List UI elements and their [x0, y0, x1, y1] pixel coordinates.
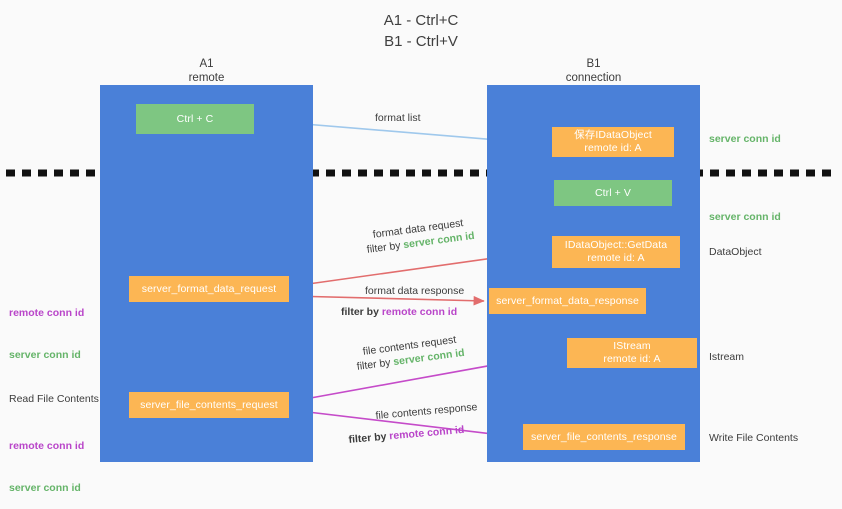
arrow-format-data-response	[290, 295, 485, 306]
box-save-idataobject[interactable]: 保存IDataObject remote id: A	[552, 127, 674, 157]
box-ctrl-c[interactable]: Ctrl + C	[136, 104, 254, 134]
annotation-conn-ids-format: remote conn id server conn id	[9, 278, 84, 376]
box-server-file-contents-response[interactable]: server_file_contents_response	[523, 424, 685, 450]
annotation-istream: Istream	[709, 351, 745, 363]
box-ctrl-v[interactable]: Ctrl + V	[554, 180, 672, 206]
box-server-format-data-response[interactable]: server_format_data_response	[489, 288, 646, 314]
filter-prefix: filter by	[366, 239, 405, 256]
column-caption-b1: B1 connection	[565, 58, 622, 84]
box-server-format-data-request[interactable]: server_format_data_request	[129, 276, 289, 302]
filter-value: remote conn id	[381, 306, 458, 318]
box-idataobject-getdata[interactable]: IDataObject::GetData remote id: A	[552, 236, 680, 268]
edge-label-format-data-response: format data response	[365, 285, 465, 297]
edge-label-format-data-response-filter: filter by remote conn id	[341, 305, 457, 320]
filter-prefix: filter by	[356, 356, 395, 373]
annotation-conn-ids-file: remote conn id server conn id	[9, 411, 84, 509]
annotation-read-file-contents: Read File Contents	[9, 393, 99, 405]
box-server-file-contents-request[interactable]: server_file_contents_request	[129, 392, 289, 418]
annotation-remote-conn-id-a: remote conn id	[9, 307, 85, 319]
annotation-server-conn-id-a: server conn id	[9, 349, 81, 361]
annotation-server-conn-id-b: server conn id	[9, 482, 81, 494]
column-caption-a1: A1 remote	[188, 58, 225, 84]
annotation-write-file-contents: Write File Contents	[709, 432, 799, 444]
filter-prefix: filter by	[348, 430, 390, 446]
annotation-server-conn-id-mid: server conn id	[709, 211, 781, 223]
arrow-file-contents-response	[290, 409, 519, 441]
page-title: A1 - Ctrl+C B1 - Ctrl+V	[383, 12, 459, 50]
box-istream[interactable]: IStream remote id: A	[567, 338, 697, 368]
edge-label-format-list: format list	[375, 112, 421, 124]
annotation-data-object: DataObject	[709, 246, 762, 258]
annotation-server-conn-id-top: server conn id	[709, 133, 781, 145]
filter-prefix: filter by	[341, 306, 382, 318]
annotation-remote-conn-id-b: remote conn id	[9, 440, 85, 452]
